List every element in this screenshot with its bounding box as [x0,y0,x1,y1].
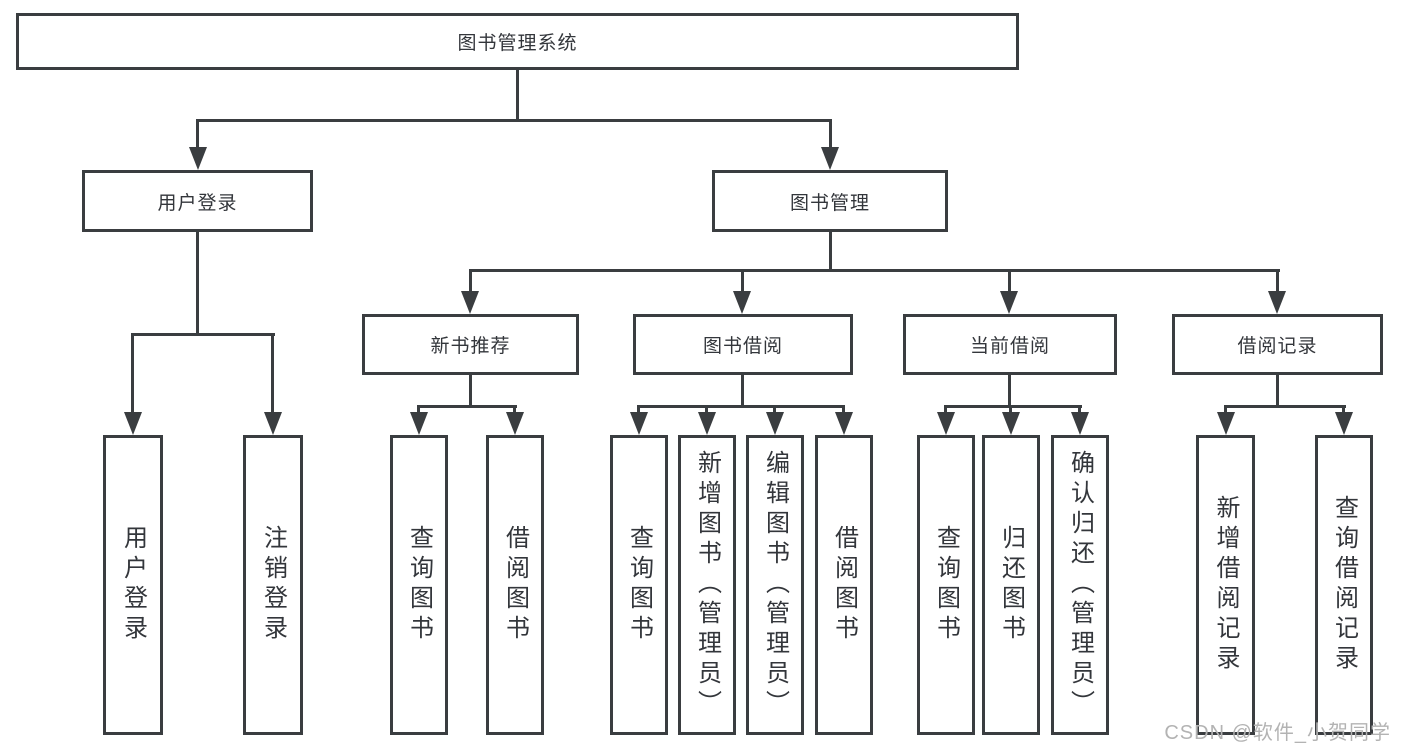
leaf-label: 查询图书 [625,525,653,645]
leaf-label: 注销登录 [259,525,287,645]
leaf-label: 归还图书 [997,525,1025,645]
connector-to-borrow-records [1276,269,1279,294]
leaf-borrow-books-1: 借阅图书 [486,435,544,735]
node-label: 当前借阅 [969,336,1050,357]
leaf-user-login: 用户登录 [103,435,163,735]
node-label: 借阅记录 [1237,336,1318,357]
node-label: 用户登录 [157,192,238,214]
connector-new-book-split [417,405,517,408]
connector-groupB-child3 [773,405,776,415]
node-label: 图书管理系统 [457,33,578,54]
watermark-text: CSDN @软件_小贺同学 [1164,722,1391,744]
arrow-groupB-child2 [698,412,716,435]
leaf-borrow-books-2: 借阅图书 [815,435,873,735]
connector-to-leaf-logout [271,333,274,414]
node-label: 图书借阅 [702,336,783,357]
leaf-label: 新增借阅记录 [1212,495,1239,675]
leaf-label: 确认归还（管理员） [1066,450,1094,720]
leaf-query-books-2: 查询图书 [610,435,668,735]
connector-groupC-child1 [944,405,947,415]
connector-groupA-child1 [417,405,420,415]
connector-book-mgmt-split [469,269,1280,272]
leaf-label: 查询图书 [932,525,960,645]
node-new-book-recommend: 新书推荐 [362,314,579,375]
leaf-label: 编辑图书（管理员） [761,450,789,720]
node-current-borrow: 当前借阅 [903,314,1117,375]
connector-groupC-child3 [1078,405,1081,415]
connector-current-borrow-stem [1008,375,1011,408]
connector-to-user-login [196,119,199,150]
connector-book-mgmt-stem [829,232,832,271]
leaf-label: 借阅图书 [830,525,858,645]
leaf-query-books-1: 查询图书 [390,435,448,735]
leaf-add-borrow-record: 新增借阅记录 [1196,435,1255,735]
leaf-label: 借阅图书 [501,525,529,645]
connector-borrow-records-split [1224,405,1346,408]
connector-current-borrow-split [944,405,1082,408]
connector-to-current-borrow [1008,269,1011,294]
node-label: 图书管理 [789,192,870,214]
arrow-to-book-borrow [733,291,751,314]
connector-new-book-stem [469,375,472,408]
leaf-label: 新增图书（管理员） [693,450,721,720]
connector-book-borrow-split [637,405,845,408]
node-user-login: 用户登录 [82,170,313,232]
connector-to-leaf-user-login [131,333,134,414]
leaf-query-books-3: 查询图书 [917,435,975,735]
node-book-borrow: 图书借阅 [633,314,853,375]
connector-groupC-child2 [1009,405,1012,415]
connector-groupA-child2 [513,405,516,415]
arrow-groupB-child4 [835,412,853,435]
leaf-edit-book-admin: 编辑图书（管理员） [746,435,804,735]
arrow-groupA-child1 [410,412,428,435]
connector-user-login-stem [196,232,199,334]
arrow-groupB-child3 [766,412,784,435]
leaf-label: 查询图书 [405,525,433,645]
connector-groupD-child1 [1224,405,1227,415]
connector-groupD-child2 [1342,405,1345,415]
arrow-to-leaf-user-login [124,412,142,435]
leaf-confirm-return-admin: 确认归还（管理员） [1051,435,1109,735]
arrow-groupD-child2 [1335,412,1353,435]
leaf-label: 查询借阅记录 [1330,495,1358,675]
arrow-to-book-mgmt [821,147,839,170]
node-borrow-records: 借阅记录 [1172,314,1383,375]
arrow-to-leaf-logout [264,412,282,435]
connector-to-book-borrow [741,269,744,294]
arrow-groupA-child2 [506,412,524,435]
leaf-logout: 注销登录 [243,435,303,735]
connector-groupB-child2 [705,405,708,415]
leaf-query-borrow-record: 查询借阅记录 [1315,435,1373,735]
connector-groupB-child4 [842,405,845,415]
node-book-management: 图书管理 [712,170,948,232]
connector-groupB-child1 [637,405,640,415]
arrow-groupB-child1 [630,412,648,435]
connector-to-new-book [469,269,472,294]
node-library-system: 图书管理系统 [16,13,1019,70]
connector-to-book-mgmt [829,119,832,150]
arrow-groupC-child1 [937,412,955,435]
node-label: 新书推荐 [430,336,511,357]
leaf-label: 用户登录 [119,525,147,645]
arrow-groupC-child3 [1071,412,1089,435]
connector-root-stem [516,70,519,122]
connector-root-split [196,119,832,122]
leaf-add-book-admin: 新增图书（管理员） [678,435,736,735]
leaf-return-books: 归还图书 [982,435,1040,735]
arrow-groupD-child1 [1217,412,1235,435]
connector-book-borrow-stem [741,375,744,408]
connector-user-login-split [131,333,275,336]
connector-borrow-records-stem [1276,375,1279,408]
arrow-to-borrow-records [1268,291,1286,314]
arrow-to-current-borrow [1000,291,1018,314]
arrow-to-user-login [189,147,207,170]
arrow-to-new-book [461,291,479,314]
arrow-groupC-child2 [1002,412,1020,435]
